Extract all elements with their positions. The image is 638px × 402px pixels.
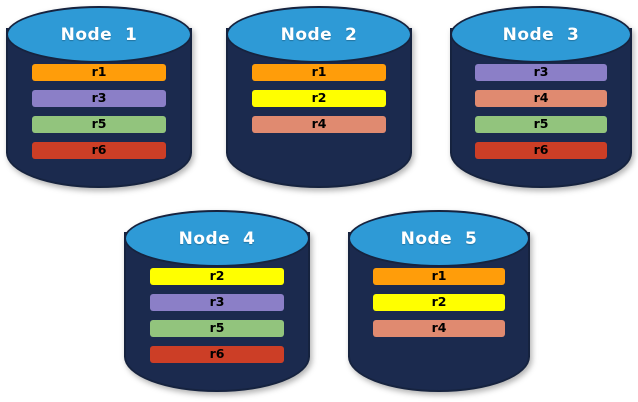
record-bar-r6[interactable]: r6 [150,346,284,363]
node-title: Node 1 [60,24,138,45]
record-list: r1 r2 r4 [348,268,530,337]
cylinder-top-ellipse: Node 3 [450,6,632,63]
record-label: r4 [311,116,327,132]
record-bar-r4[interactable]: r4 [475,90,607,107]
cylinder-shape: Node 2 [226,6,412,188]
record-label: r4 [431,320,447,336]
record-list: r2 r3 r5 r6 [124,268,310,363]
record-bar-r5[interactable]: r5 [150,320,284,337]
node-cylinder-5[interactable]: Node 5 r1 r2 r4 [348,210,530,392]
record-bar-r4[interactable]: r4 [252,116,386,133]
record-list: r1 r3 r5 r6 [6,64,192,159]
record-label: r3 [91,90,107,106]
record-bar-r3[interactable]: r3 [150,294,284,311]
record-bar-r4[interactable]: r4 [373,320,505,337]
node-cylinder-2[interactable]: Node 2 r1 r2 r4 [226,6,412,188]
record-bar-r1[interactable]: r1 [32,64,166,81]
cylinder-top-ellipse: Node 4 [124,210,310,267]
record-bar-r3[interactable]: r3 [32,90,166,107]
record-bar-r3[interactable]: r3 [475,64,607,81]
record-label: r1 [311,64,327,80]
record-bar-r6[interactable]: r6 [32,142,166,159]
record-label: r2 [209,268,225,284]
node-cylinder-3[interactable]: Node 3 r3 r4 r5 r6 [450,6,632,188]
record-bar-r5[interactable]: r5 [475,116,607,133]
record-bar-r2[interactable]: r2 [252,90,386,107]
record-label: r2 [431,294,447,310]
node-title: Node 3 [502,24,580,45]
record-list: r3 r4 r5 r6 [450,64,632,159]
record-label: r6 [533,142,549,158]
record-label: r2 [311,90,327,106]
cylinder-top-ellipse: Node 2 [226,6,412,63]
cylinder-shape: Node 3 [450,6,632,188]
node-title: Node 5 [400,228,478,249]
record-label: r6 [209,346,225,362]
record-bar-r1[interactable]: r1 [252,64,386,81]
cylinder-shape: Node 5 [348,210,530,392]
record-bar-r2[interactable]: r2 [373,294,505,311]
node-cylinder-4[interactable]: Node 4 r2 r3 r5 r6 [124,210,310,392]
record-label: r6 [91,142,107,158]
record-label: r5 [533,116,549,132]
record-label: r3 [209,294,225,310]
node-title: Node 2 [280,24,358,45]
record-label: r1 [431,268,447,284]
record-label: r5 [209,320,225,336]
record-list: r1 r2 r4 [226,64,412,133]
cylinder-shape: Node 4 [124,210,310,392]
cylinder-shape: Node 1 [6,6,192,188]
record-bar-r2[interactable]: r2 [150,268,284,285]
record-label: r5 [91,116,107,132]
node-cylinder-1[interactable]: Node 1 r1 r3 r5 r6 [6,6,192,188]
cylinder-top-ellipse: Node 1 [6,6,192,63]
node-title: Node 4 [178,228,256,249]
record-label: r3 [533,64,549,80]
record-label: r1 [91,64,107,80]
record-label: r4 [533,90,549,106]
record-bar-r5[interactable]: r5 [32,116,166,133]
cylinder-top-ellipse: Node 5 [348,210,530,267]
record-bar-r6[interactable]: r6 [475,142,607,159]
record-bar-r1[interactable]: r1 [373,268,505,285]
